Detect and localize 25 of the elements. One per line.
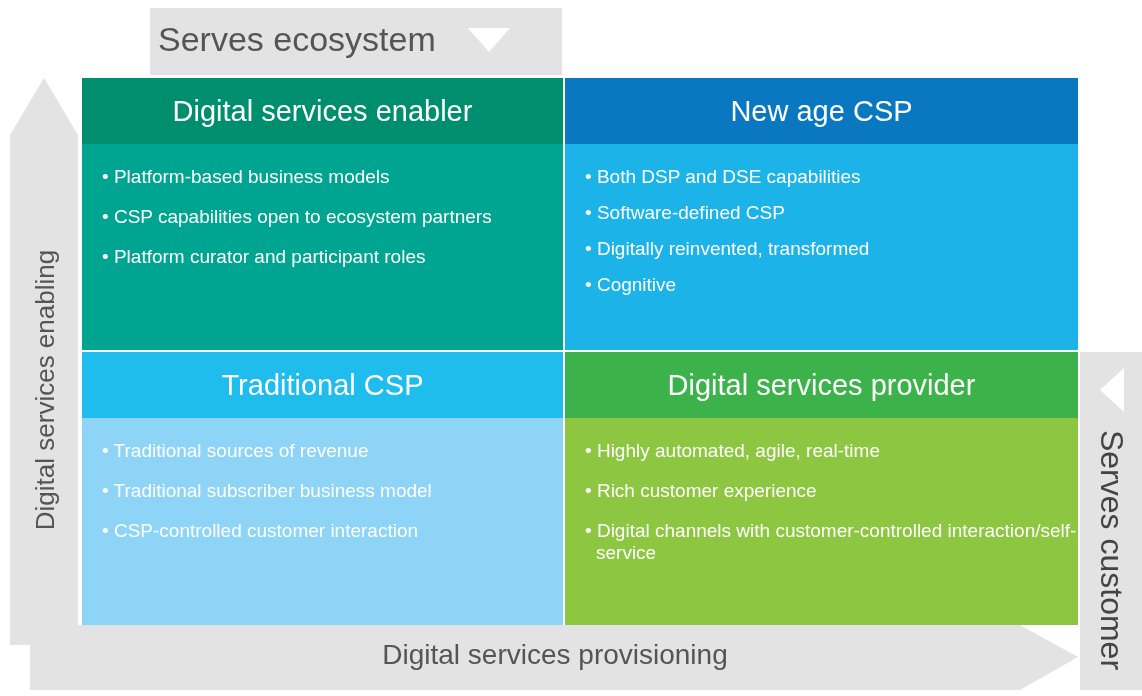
bullet-item: • Software-defined CSP: [585, 202, 786, 224]
quadrant-heading: Digital services provider: [565, 352, 1078, 418]
bullet-item: • CSP-controlled customer interaction: [102, 520, 420, 542]
quadrant-panel: [82, 352, 563, 625]
quadrant-heading: Traditional CSP: [82, 352, 563, 418]
bullet-item: • CSP capabilities open to ecosystem partners: [102, 206, 493, 228]
bullet-item: • Rich customer experience: [585, 480, 818, 502]
axis-label: Serves customer: [1092, 429, 1130, 671]
bullet-item: • Platform curator and participant roles: [102, 246, 427, 268]
bullet-item: • Digitally reinvented, transformed: [585, 238, 871, 260]
bullet-item: • Both DSP and DSE capabilities: [585, 166, 862, 188]
bullet-item: • Traditional subscriber business model: [102, 480, 433, 502]
quadrant-heading: Digital services enabler: [82, 78, 563, 144]
bullet-item: • Cognitive: [585, 274, 678, 296]
bullet-item: • Digital channels with customer-controlled interaction/self-service: [585, 520, 1078, 564]
quadrant-heading: New age CSP: [565, 78, 1078, 144]
bullet-item: • Highly automated, agile, real-time: [585, 440, 881, 462]
quadrant-panel: [82, 78, 563, 350]
axis-label: Serves ecosystem: [158, 20, 436, 59]
bullet-item: • Traditional sources of revenue: [102, 440, 370, 462]
axis-label: Digital services provisioning: [382, 639, 728, 671]
quadrant-panel: [565, 352, 1078, 625]
quadrant-panel: [565, 78, 1078, 350]
bullet-item: • Platform-based business models: [102, 166, 391, 188]
axis-label: Digital services enabling: [29, 249, 61, 531]
